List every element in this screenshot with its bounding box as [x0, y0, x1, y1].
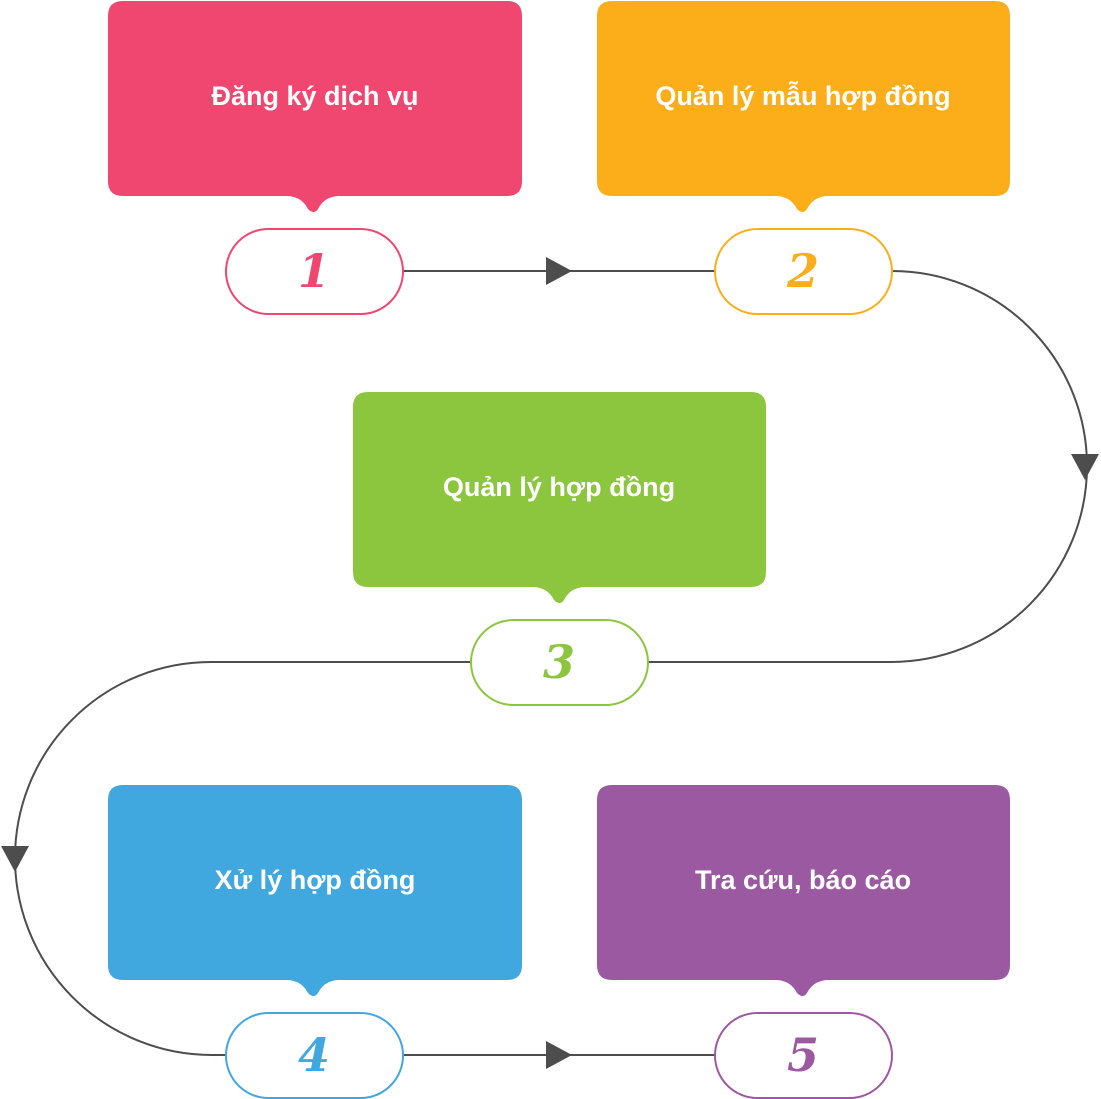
- step-box: [353, 392, 766, 603]
- step-label: Quản lý hợp đồng: [443, 472, 675, 502]
- step-number-pill: [714, 228, 893, 315]
- step-number: 4: [298, 1028, 330, 1082]
- step-1: Đăng ký dịch vụ 1: [108, 1, 522, 315]
- step-label: Quản lý mẫu hợp đồng: [655, 80, 950, 111]
- step-5: Tra cứu, báo cáo 5: [597, 785, 1010, 1099]
- step-2: Quản lý mẫu hợp đồng 2: [597, 1, 1010, 315]
- step-number-pill: [225, 1012, 404, 1099]
- step-label: Xử lý hợp đồng: [215, 865, 416, 895]
- arrow-right-icon: [546, 257, 572, 285]
- arrow-down-icon: [1, 846, 29, 872]
- step-number: 5: [787, 1028, 819, 1082]
- arrow-down-icon: [1071, 454, 1099, 480]
- step-number: 2: [786, 244, 819, 298]
- step-4: Xử lý hợp đồng 4: [108, 785, 522, 1099]
- step-box: [597, 1, 1010, 212]
- arrowheads: [1, 257, 1099, 1069]
- step-number: 3: [543, 635, 575, 689]
- step-3: Quản lý hợp đồng 3: [353, 392, 766, 706]
- step-number: 1: [298, 244, 330, 298]
- step-label: Tra cứu, báo cáo: [695, 865, 911, 895]
- step-number-pill: [714, 1012, 893, 1099]
- step-box: [597, 785, 1010, 996]
- step-number-pill: [225, 228, 404, 315]
- step-number-pill: [470, 619, 649, 706]
- step-box: [108, 1, 522, 212]
- step-label: Đăng ký dịch vụ: [211, 81, 418, 111]
- arrow-right-icon: [546, 1041, 572, 1069]
- step-box: [108, 785, 522, 996]
